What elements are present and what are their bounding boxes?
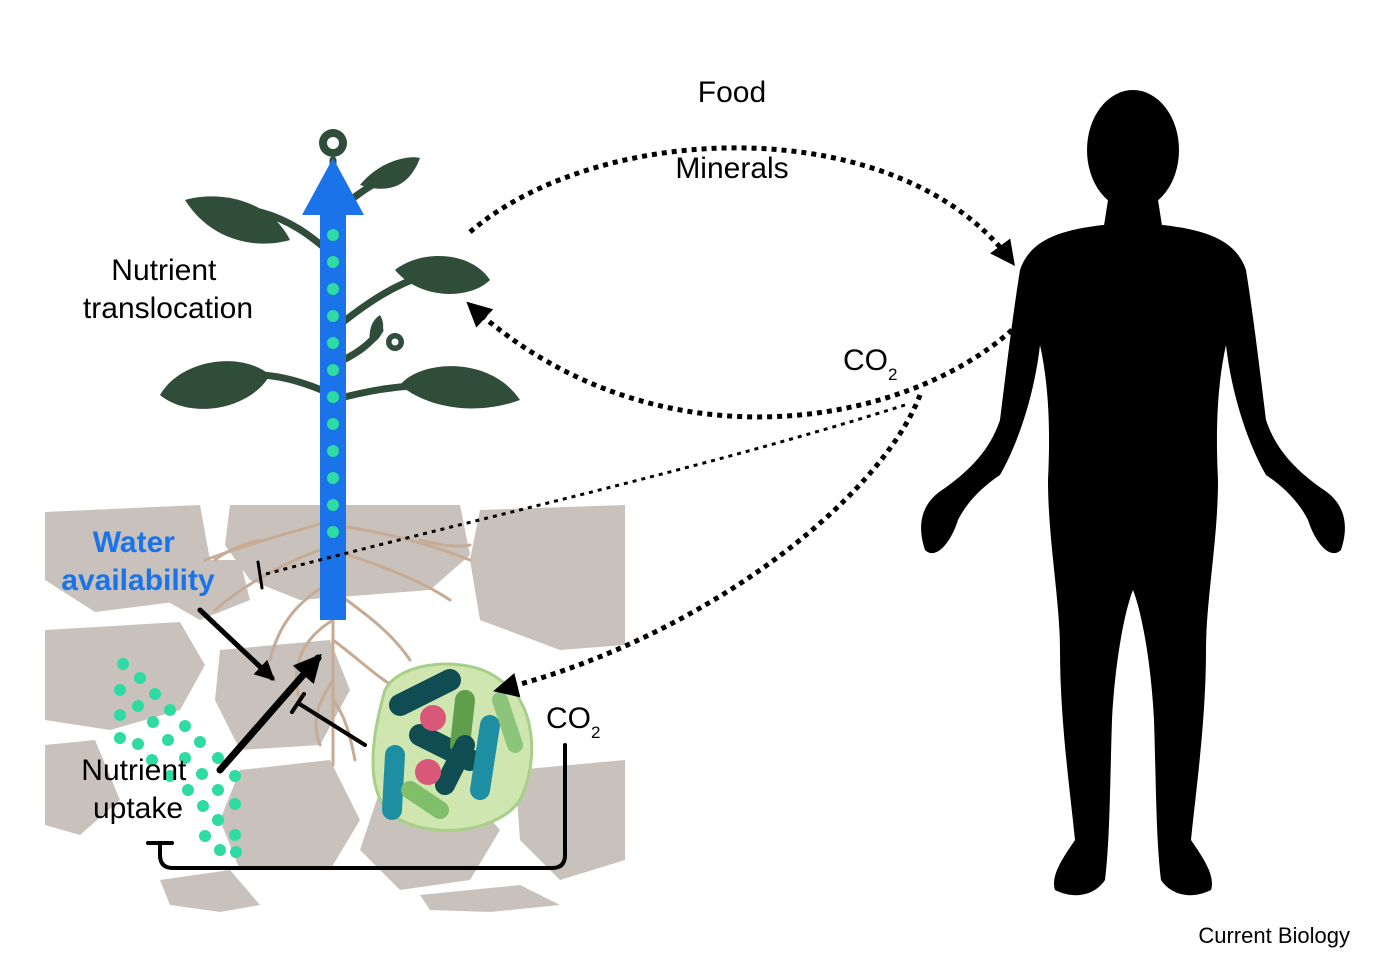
minerals-label: Minerals (675, 152, 788, 185)
co2-feedback-loop (158, 743, 567, 870)
translocation-arrow (302, 158, 364, 620)
co2-to-root-inhibition-line (261, 403, 906, 577)
co2-lower-label: CO2 (546, 702, 600, 742)
regulation-arrows (146, 560, 567, 870)
water-availability-label: Water availability (61, 526, 215, 597)
nutrient-translocation-label: Nutrient translocation (83, 254, 253, 325)
nutrient-particles (114, 658, 242, 858)
flow-arrows (261, 145, 1015, 698)
water-to-uptake-arrow (197, 607, 275, 681)
co2-to-microbe-flow-arrow (493, 394, 923, 698)
food-label: Food (698, 76, 766, 109)
nutrient-uptake-label: Nutrient uptake (81, 754, 194, 825)
credit-label: Current Biology (1198, 923, 1350, 948)
uptake-to-root-arrow (216, 653, 322, 774)
microbe-colony-icon (371, 662, 534, 832)
human-silhouette-icon (921, 90, 1345, 896)
co2-upper-label: CO2 (843, 344, 897, 384)
microbe-to-root-inhibition-line (296, 701, 367, 747)
co2-to-plant-flow-arrow (466, 301, 1014, 420)
food-minerals-flow-arrow (468, 145, 1015, 267)
